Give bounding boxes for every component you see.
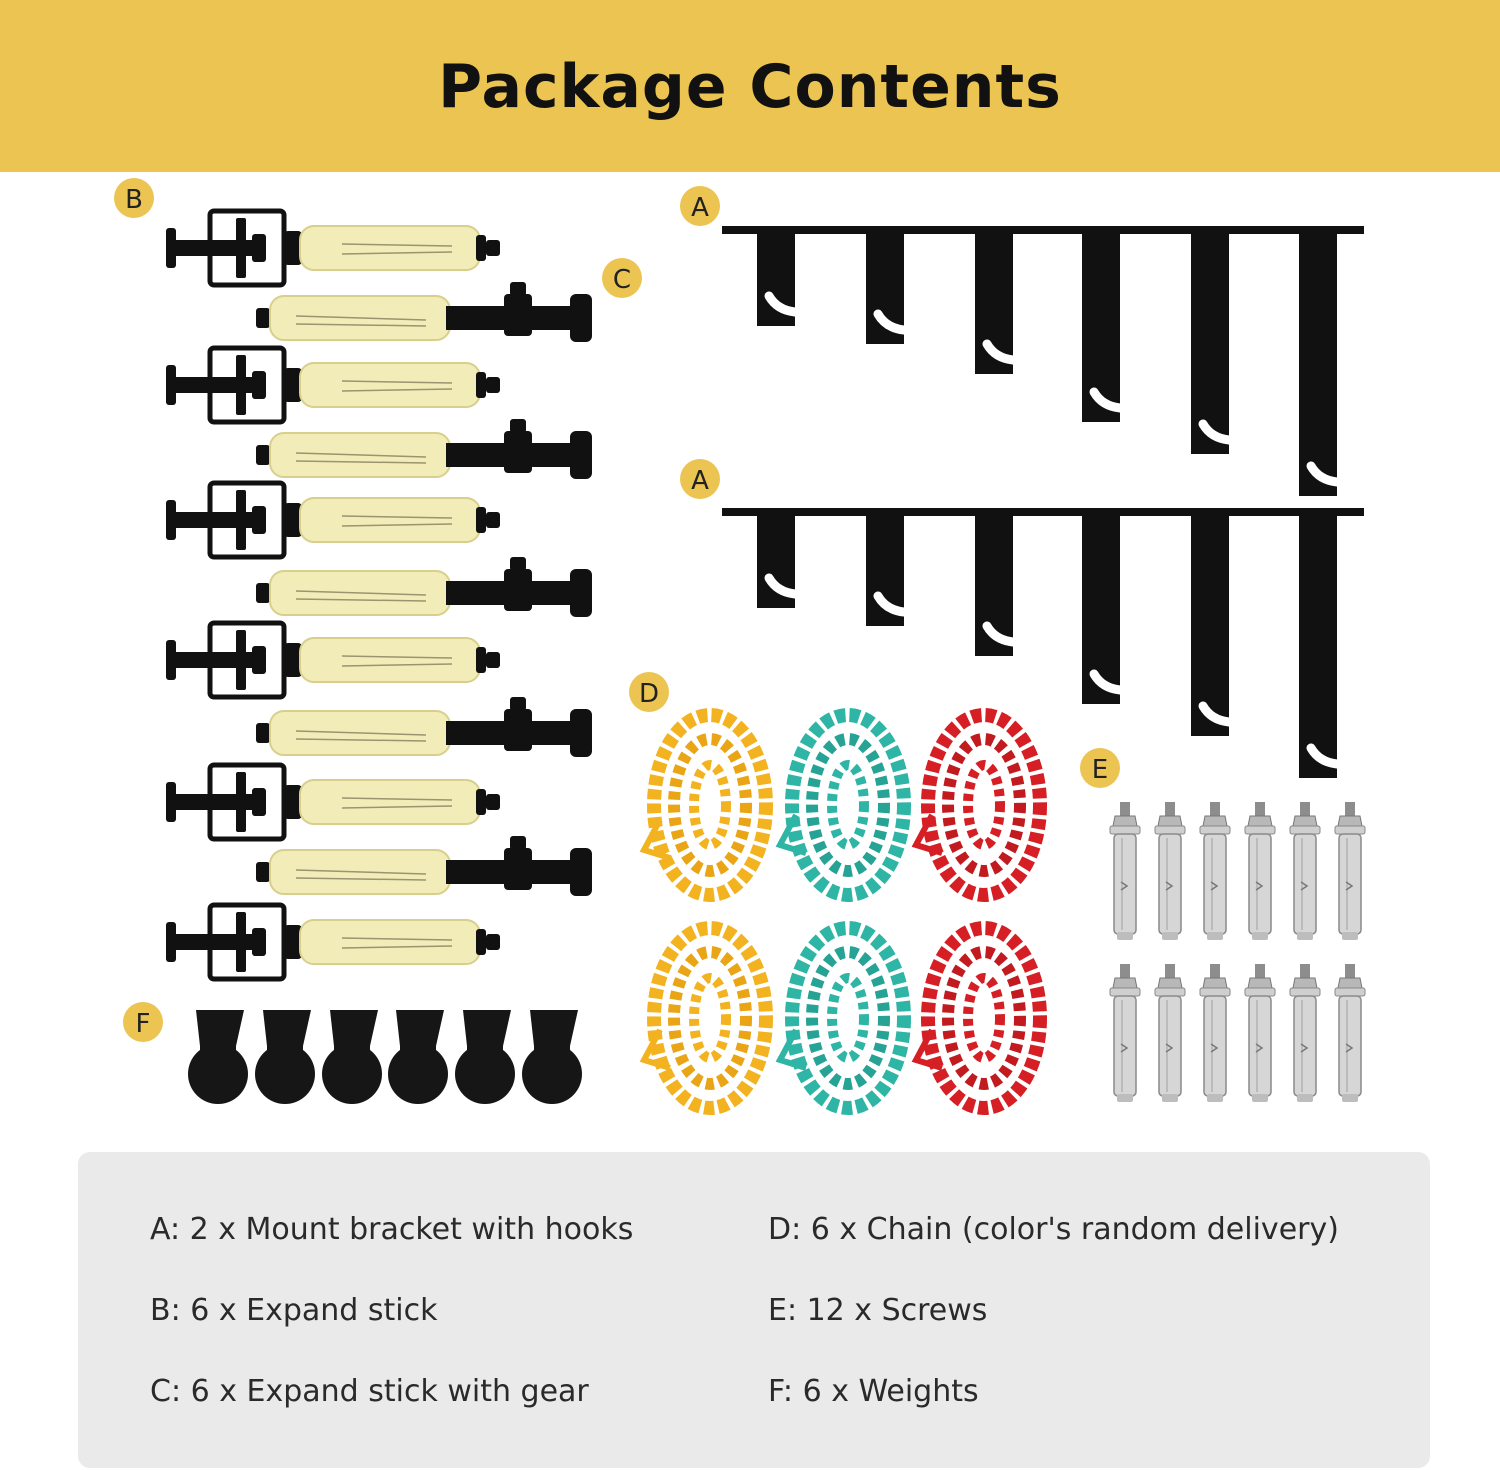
weight (188, 1010, 248, 1104)
chain-green (775, 708, 911, 902)
badge-c: C (602, 258, 642, 298)
expand-sticks (166, 211, 593, 979)
legend-item-a: A: 2 x Mount bracket with hooks (150, 1212, 634, 1247)
expand-stick (166, 211, 500, 285)
screw (1244, 801, 1276, 941)
screw (1244, 963, 1276, 1103)
badge-d: D (629, 672, 669, 712)
badge-a-top: A (680, 186, 720, 226)
screw (1109, 801, 1141, 941)
expand-stick (166, 623, 500, 697)
badge-a-bottom-label: A (691, 466, 709, 496)
badge-a-bottom: A (680, 459, 720, 499)
badge-b-label: B (125, 185, 143, 215)
weight (255, 1010, 315, 1104)
screw (1154, 801, 1186, 941)
legend-item-d: D: 6 x Chain (color's random delivery) (768, 1212, 1339, 1247)
expand-stick-with-gear (255, 556, 593, 618)
badge-b: B (114, 178, 154, 218)
badge-d-label: D (639, 679, 659, 709)
screw (1289, 801, 1321, 941)
weight (522, 1010, 582, 1104)
expand-stick (166, 905, 500, 979)
expand-stick (166, 765, 500, 839)
badge-f-label: F (136, 1009, 151, 1039)
contents-legend: A: 2 x Mount bracket with hooks B: 6 x E… (78, 1152, 1430, 1468)
chain-yellow (639, 708, 773, 902)
weight (388, 1010, 448, 1104)
title-banner (0, 0, 1500, 172)
legend-item-b: B: 6 x Expand stick (150, 1293, 438, 1328)
expand-stick-with-gear (255, 281, 593, 343)
product-illustration: B C A A D E F (114, 178, 1366, 1115)
mount-bracket-bottom (722, 508, 1364, 778)
screw (1334, 801, 1366, 941)
screw (1109, 963, 1141, 1103)
chains (639, 708, 1047, 1115)
weights (188, 1010, 582, 1104)
weight (455, 1010, 515, 1104)
expand-stick (166, 348, 500, 422)
page-title: Package Contents (438, 52, 1062, 122)
screw (1154, 963, 1186, 1103)
screws (1109, 801, 1366, 1103)
weight (322, 1010, 382, 1104)
screw (1334, 963, 1366, 1103)
badge-a-top-label: A (691, 193, 709, 223)
screw (1199, 963, 1231, 1103)
badge-e: E (1080, 748, 1120, 788)
badge-f: F (123, 1002, 163, 1042)
mount-bracket-top (722, 226, 1364, 496)
chain-red (911, 708, 1047, 902)
expand-stick-with-gear (255, 418, 593, 480)
chain-red (911, 921, 1047, 1115)
badge-e-label: E (1092, 755, 1108, 785)
screw (1199, 801, 1231, 941)
chain-yellow (639, 921, 773, 1115)
badge-c-label: C (613, 265, 631, 295)
legend-item-c: C: 6 x Expand stick with gear (150, 1374, 589, 1409)
legend-item-e: E: 12 x Screws (768, 1293, 988, 1328)
screw (1289, 963, 1321, 1103)
chain-green (775, 921, 911, 1115)
expand-stick-with-gear (255, 696, 593, 758)
expand-stick (166, 483, 500, 557)
expand-stick-with-gear (255, 835, 593, 897)
legend-item-f: F: 6 x Weights (768, 1374, 979, 1409)
